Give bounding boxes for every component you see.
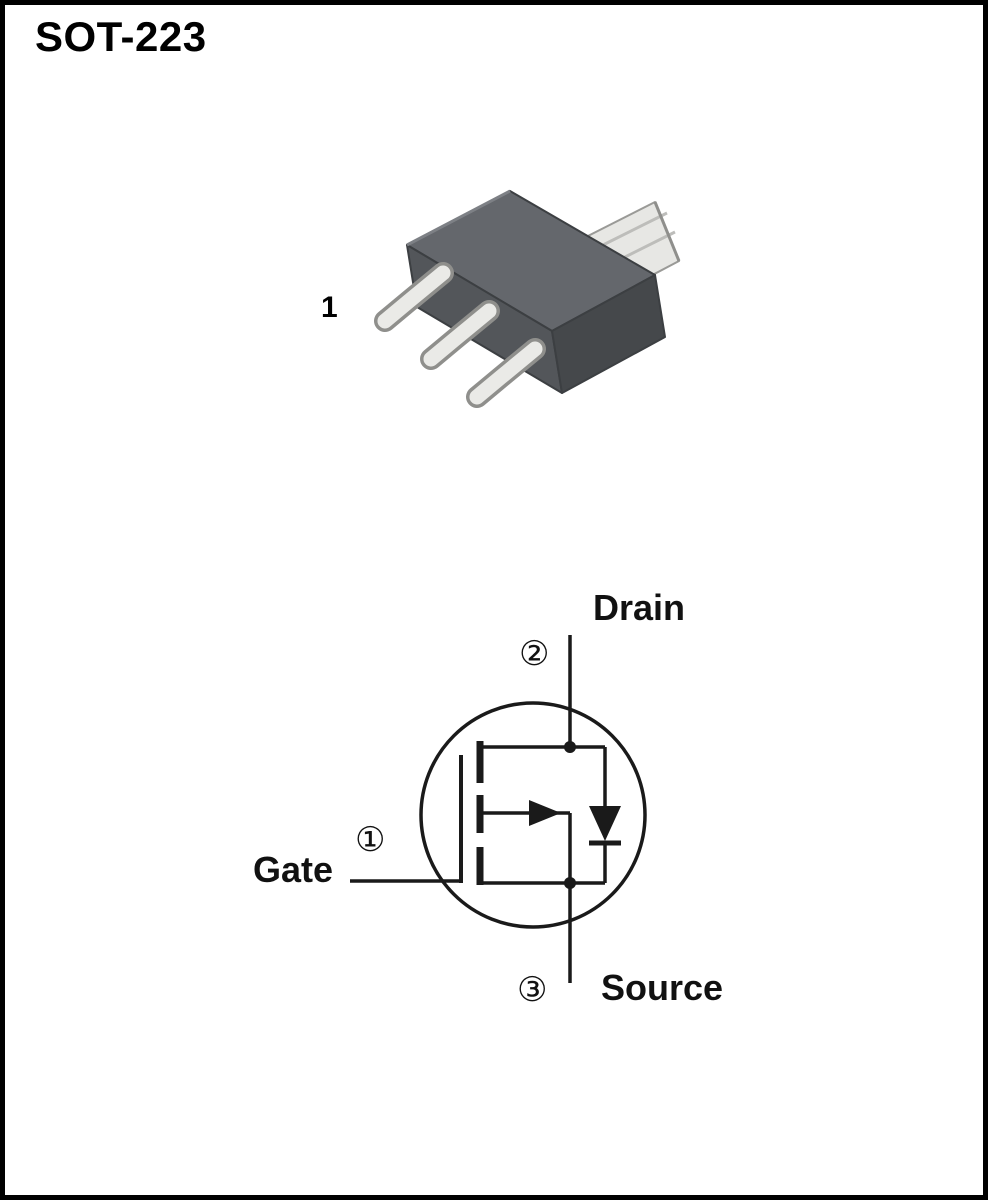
body-arrow [529, 800, 561, 826]
source-pin-number: ③ [517, 970, 548, 1010]
schematic-circle [419, 701, 647, 929]
mosfet-schematic [350, 635, 647, 983]
drain-pin-number: ② [519, 634, 550, 674]
pin1-label: 1 [321, 291, 338, 324]
gate-pin-number: ① [355, 820, 386, 860]
page-title: SOT-223 [35, 13, 207, 60]
figure-canvas [350, 189, 681, 983]
gate-label: Gate [253, 849, 334, 890]
package-leads [374, 262, 546, 408]
drain-label: Drain [593, 587, 686, 628]
source-label: Source [601, 967, 724, 1008]
body-diode [570, 745, 621, 885]
sot223-package-drawing [374, 189, 681, 408]
